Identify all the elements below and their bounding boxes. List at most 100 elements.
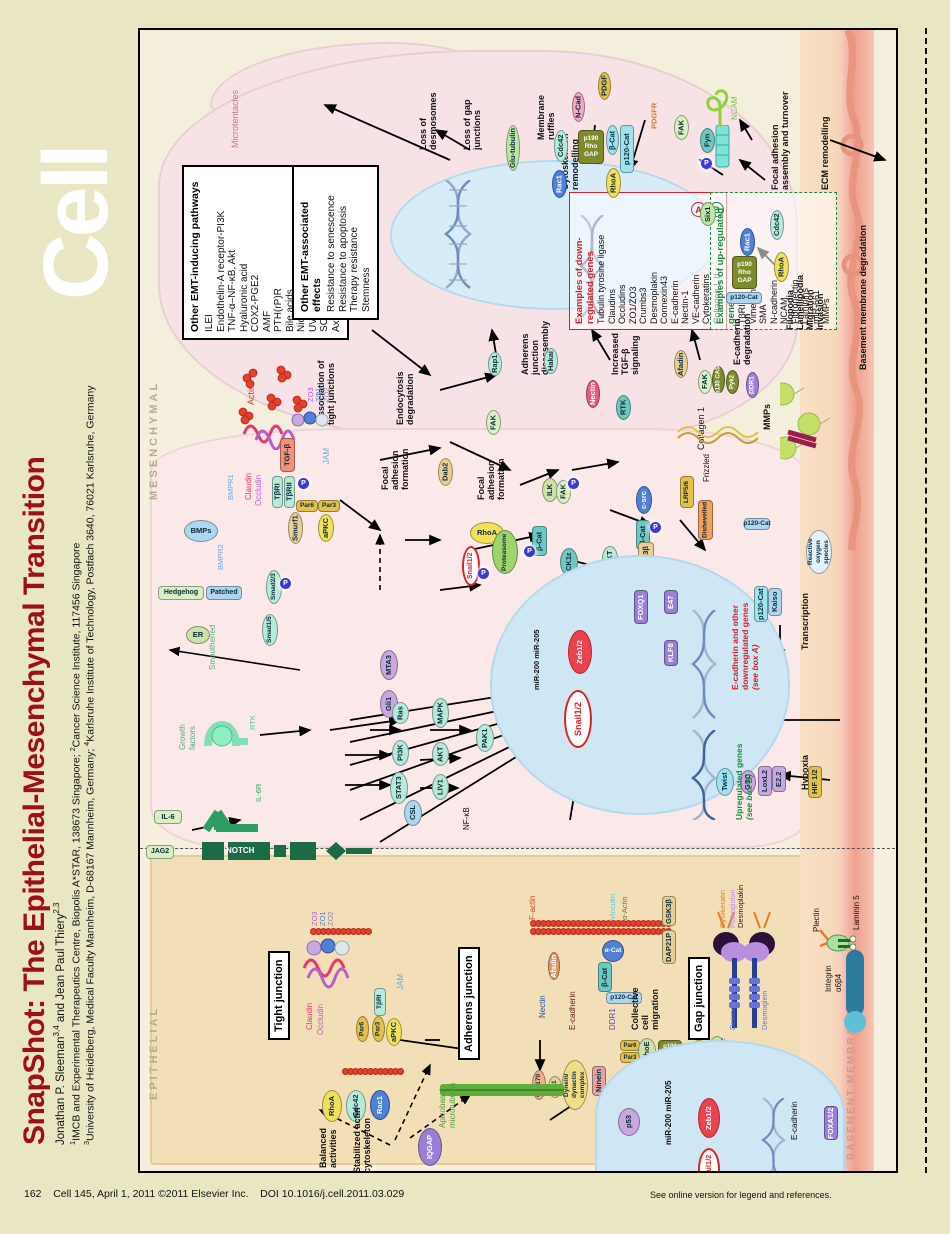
molecule-p120-cat[interactable]: p120-Cat xyxy=(726,292,762,304)
molecule-tbri[interactable]: TβRI xyxy=(374,988,386,1016)
actin-monomer-cluster xyxy=(238,365,308,425)
dna-helix-icon xyxy=(691,610,717,719)
molecule-p120-cat[interactable]: p120-Cat xyxy=(620,125,634,173)
molecule-kaiso[interactable]: Kaiso xyxy=(768,588,782,616)
molecule-cdc42[interactable]: Cdc42 xyxy=(770,210,784,240)
dna-helix-icon xyxy=(444,180,472,289)
dna-helix-icon xyxy=(761,1098,786,1171)
molecule-p120-cat[interactable]: p120-Cat xyxy=(606,992,642,1004)
plectin-label: Plectin xyxy=(812,907,821,932)
molecule-foxq1[interactable]: FOXQ1 xyxy=(634,590,648,624)
molecule-jag2[interactable]: JAG2 xyxy=(146,845,174,859)
molecule-afadin[interactable]: Afadin xyxy=(674,350,688,378)
molecule-n-cad[interactable]: N-Cad xyxy=(572,92,585,122)
molecule-smurf1[interactable]: Smurf1 xyxy=(288,512,303,544)
molecule-par3[interactable]: Par3 xyxy=(318,500,340,512)
occludin-label: Occludin xyxy=(316,1003,325,1035)
molecule-rac1[interactable]: Rac1 xyxy=(370,1090,390,1120)
molecule-hedgehog[interactable]: Hedgehog xyxy=(158,586,204,600)
molecule-smad2-3[interactable]: Smad2/3 xyxy=(266,570,282,604)
molecule-p53[interactable]: p53 xyxy=(618,1108,640,1136)
molecule-mta3[interactable]: MTA3 xyxy=(380,650,398,680)
molecule-beta-cat[interactable]: β-Cat xyxy=(598,962,612,992)
molecule-dap21p[interactable]: DAP21P xyxy=(662,930,676,964)
molecule-fak[interactable]: FAK xyxy=(674,115,689,140)
molecule-patched[interactable]: Patched xyxy=(206,586,242,600)
molecule-il6[interactable]: IL-6 xyxy=(154,810,182,824)
molecule-stat3[interactable]: STAT3 xyxy=(390,772,408,804)
molecule-ddr1[interactable]: DDR1 xyxy=(746,372,759,398)
molecule-zeb1-2[interactable]: Zeb1/2 xyxy=(698,1098,720,1138)
molecule-mapk[interactable]: MAPK xyxy=(432,698,449,728)
molecule-afadin[interactable]: Afadin xyxy=(548,952,560,980)
molecule-alpha-cat[interactable]: α-Cat xyxy=(602,940,624,962)
molecule-tbri[interactable]: TβRI xyxy=(272,476,283,508)
molecule-pdgfr[interactable]: PDGFR xyxy=(649,102,659,130)
molecule-rap1[interactable]: Rap1 xyxy=(488,352,502,376)
molecule-par6[interactable]: Par6 xyxy=(296,500,318,512)
molecule-liv1[interactable]: LIV1 xyxy=(432,774,449,800)
molecule-nectin[interactable]: Nectin xyxy=(586,380,600,408)
molecule-akt[interactable]: AKT xyxy=(432,742,449,766)
molecule-rac1[interactable]: Rac1 xyxy=(740,228,755,256)
alpha-actin-label: α-Actin xyxy=(620,896,629,920)
molecule-fak[interactable]: FAK xyxy=(486,410,501,435)
molecule-apkc[interactable]: aPKC xyxy=(318,514,334,542)
molecule-ras[interactable]: Ras xyxy=(392,702,409,724)
molecule-beta-cat[interactable]: β-Cat xyxy=(606,125,619,155)
molecule-gsk3b[interactable]: GSK3β xyxy=(662,896,676,926)
molecule-dishevelled[interactable]: Dishevelled xyxy=(698,500,713,540)
molecule-iqgap[interactable]: IQGAP xyxy=(418,1128,442,1166)
molecule-csl[interactable]: CSL xyxy=(404,800,422,826)
molecule-hif-1-2[interactable]: HIF 1/2 xyxy=(808,766,822,798)
molecule-smad1-5[interactable]: Smad1/5 xyxy=(262,614,278,646)
molecule-rtk[interactable]: RTK xyxy=(616,395,631,420)
gene-item: SMA xyxy=(758,304,768,324)
molecule-er[interactable]: ER xyxy=(186,626,210,644)
molecule-e47[interactable]: E47 xyxy=(664,590,678,614)
molecule-klf8[interactable]: KLF8 xyxy=(664,640,678,666)
molecule-hakai[interactable]: Hakai xyxy=(544,348,558,374)
molecule-par3[interactable]: Par3 xyxy=(372,1016,385,1042)
molecule-lrp56[interactable]: LRP5/6 xyxy=(680,476,694,508)
molecule-c-src[interactable]: c-src xyxy=(636,486,652,514)
il6r-receptor-icon xyxy=(202,809,258,833)
molecule-pi3k[interactable]: PI3K xyxy=(392,740,409,766)
molecule-rhoa[interactable]: RhoA xyxy=(322,1090,342,1122)
molecule-p120-cat[interactable]: p120-Cat xyxy=(743,518,771,530)
molecule-par6[interactable]: Par6 xyxy=(356,1016,369,1042)
molecule-six1[interactable]: Six1 xyxy=(700,202,716,226)
molecule-rhoa[interactable]: RhoA xyxy=(606,168,621,198)
molecule-pdgf[interactable]: PDGF xyxy=(598,72,611,100)
molecule-p130-cas[interactable]: p130 CAS xyxy=(712,366,725,394)
molecule-rac1[interactable]: Rac1 xyxy=(552,170,567,198)
molecule-tgf-beta[interactable]: TGF-β xyxy=(280,438,295,472)
molecule-cdc42[interactable]: Cdc42 xyxy=(554,130,568,162)
gap-junction-box-label: Gap junction xyxy=(688,956,710,1040)
molecule-dab2[interactable]: Dab2 xyxy=(438,458,453,486)
molecule-proteasome[interactable]: Proteasome xyxy=(492,530,518,574)
molecule-snail1-2[interactable]: Snail1/2 xyxy=(564,690,592,748)
molecule-loxl2[interactable]: LoxL2 xyxy=(758,766,772,796)
molecule-fak[interactable]: FAK xyxy=(698,370,712,394)
molecule-snail1-2[interactable]: Snail1/2 xyxy=(462,546,480,586)
molecule-zeb1-2[interactable]: Zeb1/2 xyxy=(568,630,592,674)
molecule-e22[interactable]: E2.2 xyxy=(772,766,786,792)
molecule-tbrii[interactable]: TβRII xyxy=(284,476,295,508)
molecule-bmps[interactable]: BMPs xyxy=(184,520,218,542)
molecule-glu-tubulin[interactable]: Glu-tubulin xyxy=(506,125,520,171)
molecule-rhoa[interactable]: RhoA xyxy=(774,252,789,282)
molecule-par6[interactable]: Par6 xyxy=(620,1040,640,1051)
molecule-apkc[interactable]: aPKC xyxy=(386,1018,402,1046)
molecule-foxa1-2[interactable]: FOXA1/2 xyxy=(824,1106,838,1140)
molecule-pak1[interactable]: PAK1 xyxy=(476,724,494,752)
molecule-pyk2[interactable]: Pyk2 xyxy=(726,370,739,394)
